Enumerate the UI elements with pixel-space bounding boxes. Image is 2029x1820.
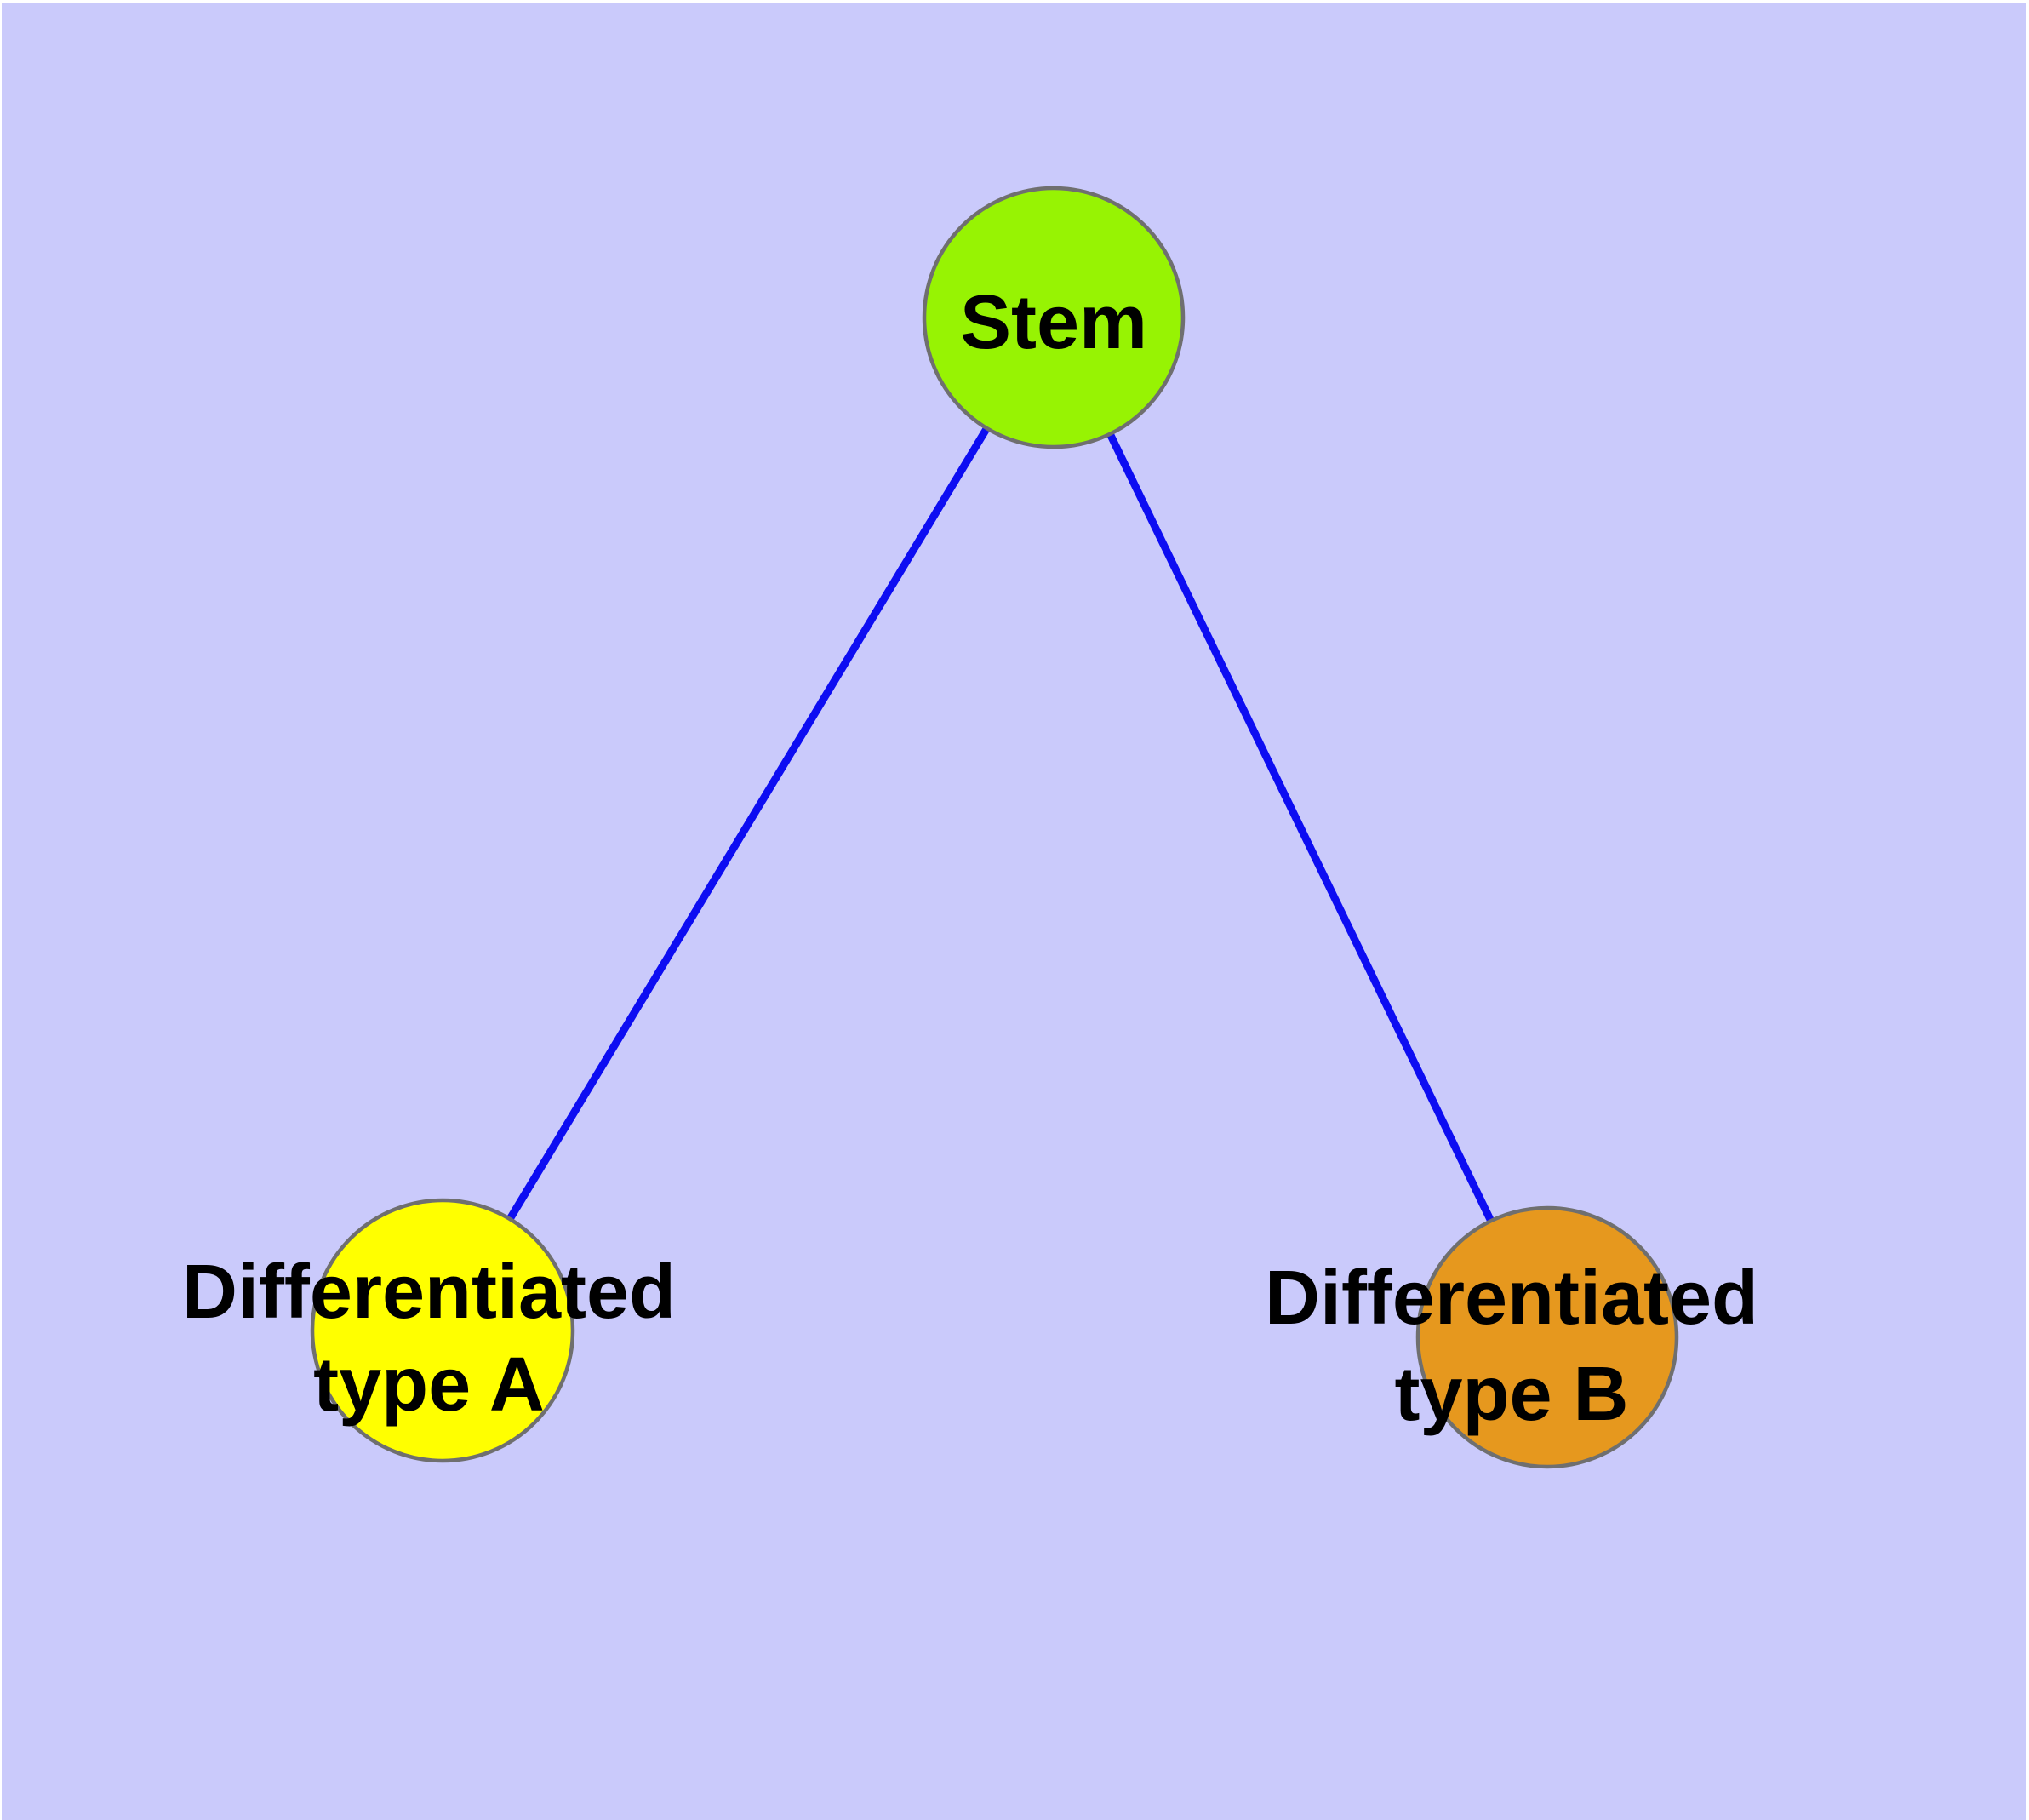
node-label-stem: Stem: [960, 280, 1147, 365]
edge-stem-diff-a: [439, 315, 1057, 1333]
node-stem: [922, 186, 1186, 449]
edges-layer: [439, 315, 1552, 1339]
node-diff-a: [310, 1198, 575, 1463]
node-diff-b: [1415, 1205, 1679, 1469]
edge-stem-diff-b: [1049, 316, 1552, 1339]
